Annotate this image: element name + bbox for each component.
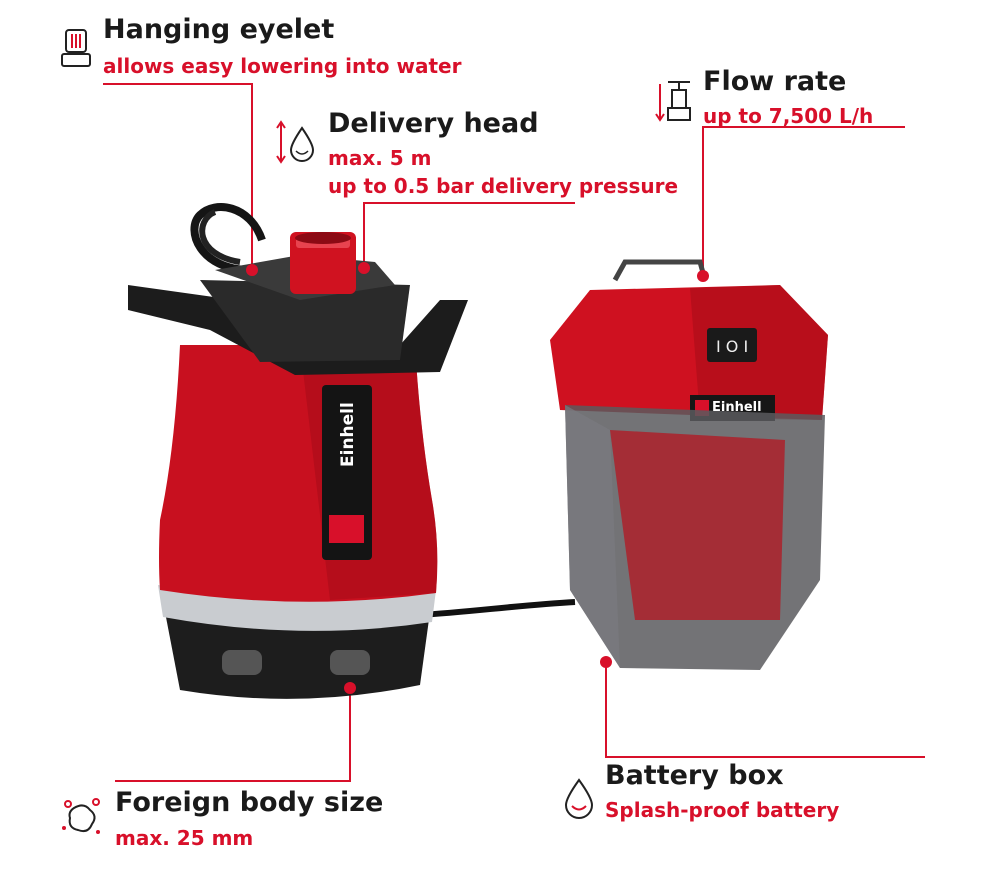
- delivery-head-title: Delivery head: [328, 108, 539, 139]
- foreign-body-title: Foreign body size: [115, 787, 384, 818]
- battery-box-title: Battery box: [605, 760, 784, 791]
- delivery-head-line1: max. 5 m: [328, 146, 432, 170]
- hanging-eyelet-title: Hanging eyelet: [103, 14, 335, 45]
- delivery-head-line2: up to 0.5 bar delivery pressure: [328, 174, 679, 198]
- flow-rate-title: Flow rate: [703, 66, 847, 97]
- foreign-body-subtitle: max. 25 mm: [115, 826, 254, 850]
- hanging-eyelet-subtitle: allows easy lowering into water: [103, 54, 462, 78]
- svg-text:I O I: I O I: [716, 337, 748, 356]
- hanging-eyelet-icon: [58, 22, 94, 76]
- water-drop-icon: [562, 776, 596, 824]
- flow-rate-subtitle: up to 7,500 L/h: [703, 104, 874, 128]
- callout-lines: [103, 83, 925, 782]
- particles-icon: [58, 794, 106, 846]
- pump-logo: Einhell: [338, 402, 358, 467]
- power-cable: [419, 599, 576, 618]
- battery-logo: Einhell: [712, 400, 762, 415]
- battery-box-shape: I O I: [550, 259, 828, 670]
- pump: [128, 203, 468, 699]
- water-drop-height-icon: [275, 118, 319, 172]
- flow-rate-icon: [650, 76, 694, 132]
- battery-box-subtitle: Splash-proof battery: [605, 798, 840, 822]
